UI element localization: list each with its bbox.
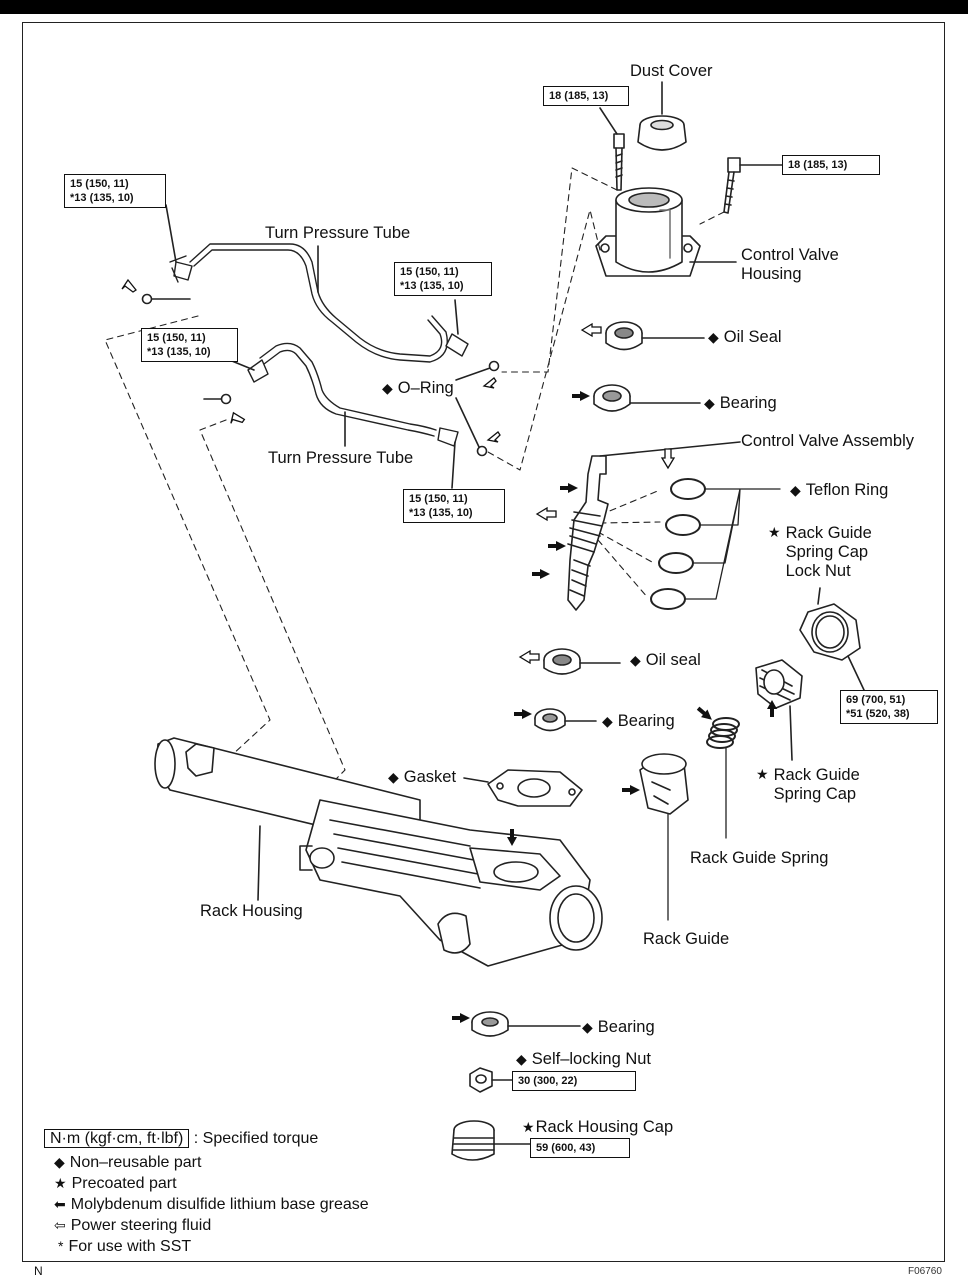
label-self-locking-nut: ◆Self–locking Nut xyxy=(516,1050,652,1068)
torque-box-tube2-upper: 15 (150, 11) *13 (135, 10) xyxy=(141,328,238,362)
legend-torque-box: N·m (kgf·cm, ft·lbf) xyxy=(44,1129,190,1148)
gasket-part xyxy=(463,769,583,807)
star-icon: ★ xyxy=(768,524,781,540)
label-turn-pressure-tube-bottom: Turn Pressure Tube xyxy=(268,449,414,467)
label-o-ring: ◆O–Ring xyxy=(382,379,454,397)
grease-arrows xyxy=(452,391,777,1023)
o-ring-1 xyxy=(141,293,153,305)
label-bearing-top: ◆Bearing xyxy=(704,394,777,412)
rack-guide-part xyxy=(639,753,689,921)
oil-seal-mid-part xyxy=(543,648,621,675)
control-valve-assembly-part xyxy=(567,441,741,611)
turn-pressure-tube-upper xyxy=(169,243,469,363)
diamond-icon: ◆ xyxy=(382,380,393,396)
solid-arrow-icon: ⬅ xyxy=(54,1196,66,1212)
diagram-frame xyxy=(22,22,945,1262)
label-oil-seal-mid: ◆Oil seal xyxy=(630,651,701,669)
label-rack-guide-spring-cap: ★Rack Guide Spring Cap xyxy=(756,766,860,803)
dust-cover-part xyxy=(637,81,687,151)
rack-housing-part xyxy=(154,737,603,967)
label-dust-cover: Dust Cover xyxy=(630,62,713,80)
o-ring-3 xyxy=(488,360,500,372)
label-rack-housing-cap: ★Rack Housing Cap xyxy=(522,1118,674,1136)
bearing-top-part xyxy=(593,384,701,412)
star-icon: ★ xyxy=(54,1175,67,1191)
footer-figure-code: F06760 xyxy=(908,1266,942,1277)
star-icon: ★ xyxy=(756,766,769,782)
diamond-icon: ◆ xyxy=(630,652,641,668)
label-oil-seal-top: ◆Oil Seal xyxy=(708,328,782,346)
diamond-icon: ◆ xyxy=(582,1019,593,1035)
label-rack-guide: Rack Guide xyxy=(643,930,730,948)
torque-box-tube2-valve: 15 (150, 11) *13 (135, 10) xyxy=(403,489,505,523)
diamond-icon: ◆ xyxy=(790,482,801,498)
diamond-icon: ◆ xyxy=(388,769,399,785)
torque-box-rack-housing-cap: 59 (600, 43) xyxy=(530,1138,630,1158)
diamond-icon: ◆ xyxy=(704,395,715,411)
torque-box-tube1-upper: 15 (150, 11) *13 (135, 10) xyxy=(64,174,166,208)
label-rack-housing: Rack Housing xyxy=(200,902,303,920)
fluid-arrows xyxy=(121,278,676,665)
legend-item-nonreusable: ◆Non–reusable part xyxy=(54,1154,202,1171)
torque-box-lock-nut: 69 (700, 51) *51 (520, 38) xyxy=(840,690,938,724)
turn-pressure-tube-lower xyxy=(247,342,459,447)
asterisk-icon: * xyxy=(58,1238,64,1254)
torque-box-tube1-valve: 15 (150, 11) *13 (135, 10) xyxy=(394,262,492,296)
diamond-icon: ◆ xyxy=(516,1051,527,1067)
bearing-mid-part xyxy=(534,708,597,732)
legend-item-grease: ⬅Molybdenum disulfide lithium base greas… xyxy=(54,1196,369,1213)
housing-bolt-left xyxy=(599,107,625,191)
o-ring-4 xyxy=(476,445,488,457)
diamond-icon: ◆ xyxy=(54,1154,65,1170)
oil-seal-top-part xyxy=(605,321,705,351)
rack-guide-spring-cap-part xyxy=(755,659,803,761)
self-locking-nut-part xyxy=(469,1067,513,1093)
torque-box-self-locking-nut: 30 (300, 22) xyxy=(512,1071,636,1091)
torque-box-dust-cover-bolt: 18 (185, 13) xyxy=(543,86,629,106)
label-bearing-bottom: ◆Bearing xyxy=(582,1018,655,1036)
legend-item-fluid: ⇦Power steering fluid xyxy=(54,1217,212,1234)
legend-item-precoated: ★Precoated part xyxy=(54,1175,177,1192)
housing-bolt-right xyxy=(723,157,783,214)
o-ring-2 xyxy=(220,393,232,405)
legend-torque-row: N·m (kgf·cm, ft·lbf) : Specified torque xyxy=(44,1129,319,1148)
label-control-valve-housing: Control Valve Housing xyxy=(741,246,839,283)
rack-guide-spring-part xyxy=(706,717,740,839)
label-bearing-mid: ◆Bearing xyxy=(602,712,675,730)
label-teflon-ring: ◆Teflon Ring xyxy=(790,481,889,499)
footer-note-n: N xyxy=(34,1264,43,1278)
star-icon: ★ xyxy=(522,1119,535,1135)
label-rack-guide-spring: Rack Guide Spring xyxy=(690,849,829,867)
hollow-arrow-icon: ⇦ xyxy=(54,1217,66,1233)
label-control-valve-assembly: Control Valve Assembly xyxy=(741,432,915,450)
bearing-bottom-part xyxy=(471,1011,581,1037)
label-lock-nut: ★Rack Guide Spring Cap Lock Nut xyxy=(768,524,872,580)
rack-guide-spring-cap-lock-nut-part xyxy=(799,587,865,691)
label-turn-pressure-tube-top: Turn Pressure Tube xyxy=(265,224,411,242)
diamond-icon: ◆ xyxy=(708,329,719,345)
control-valve-housing-part xyxy=(595,187,737,277)
torque-box-housing-bolt: 18 (185, 13) xyxy=(782,155,880,175)
rack-housing-cap-part xyxy=(451,1120,531,1161)
label-gasket: ◆Gasket xyxy=(388,768,457,786)
legend-item-sst: *For use with SST xyxy=(58,1238,192,1255)
teflon-rings-part xyxy=(650,478,706,610)
diamond-icon: ◆ xyxy=(602,713,613,729)
legend-torque-text: : Specified torque xyxy=(193,1130,319,1147)
